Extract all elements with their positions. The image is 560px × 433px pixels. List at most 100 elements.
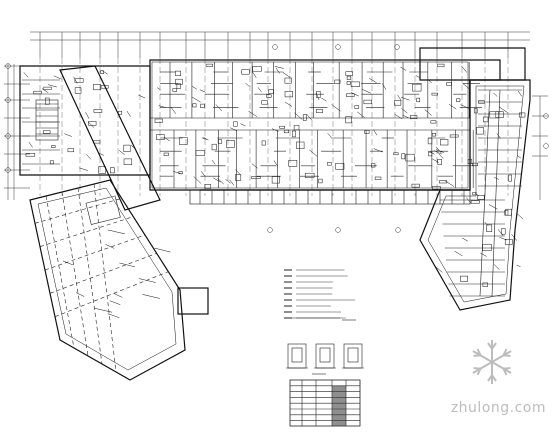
- main-wing-inner: [151, 61, 469, 189]
- west-wing-grid-line: [61, 191, 89, 357]
- logo-branch: [476, 348, 482, 356]
- axis-bubble: [272, 44, 278, 50]
- axis-bubble: [335, 44, 341, 50]
- fixture-mark: [363, 99, 372, 105]
- pipe-mark: [397, 94, 402, 101]
- pipe-mark: [438, 153, 444, 159]
- axis-bubble: [543, 143, 549, 149]
- west-wing-grid-line: [44, 234, 146, 271]
- fixture-mark: [204, 184, 212, 189]
- pipe-mark: [274, 66, 284, 69]
- pipe-mark: [85, 112, 90, 119]
- logo-branch: [502, 348, 508, 356]
- west-wing-room: [85, 195, 121, 225]
- pipe-mark: [211, 159, 216, 165]
- pipe-mark: [191, 85, 197, 90]
- pipe-mark: [170, 106, 177, 114]
- fixture-mark: [88, 121, 97, 126]
- fixture-mark: [431, 133, 436, 137]
- fixture-mark: [268, 89, 274, 94]
- west-wing-grid-line: [45, 195, 75, 349]
- axis-bubble: [5, 97, 11, 103]
- west-wing-grid-line: [49, 253, 157, 294]
- fixture-mark: [156, 134, 165, 140]
- pipe-mark: [47, 84, 57, 88]
- east-wing-inner: [427, 85, 525, 303]
- door-elevation-frame: [343, 343, 363, 369]
- pipe-mark: [98, 152, 104, 156]
- pipe-mark: [361, 89, 372, 94]
- legend-frame: [280, 264, 368, 326]
- pipe-mark: [433, 150, 442, 155]
- pipe-mark: [41, 88, 49, 93]
- west-wing-grid-line: [77, 187, 103, 365]
- pipe-mark: [517, 90, 522, 97]
- fixture-mark: [456, 98, 461, 102]
- pipe-mark: [511, 234, 518, 241]
- fixture-mark: [394, 100, 402, 106]
- pipe-mark: [516, 213, 524, 220]
- pipe-mark: [245, 82, 250, 87]
- fixture-mark: [93, 109, 103, 113]
- fixture-mark: [261, 140, 266, 146]
- fixture-mark: [410, 115, 418, 120]
- axis-bubble: [5, 167, 11, 173]
- service-mark: [75, 292, 85, 297]
- service-mark: [107, 229, 126, 235]
- service-mark: [62, 260, 73, 266]
- logo-branch: [491, 374, 497, 382]
- fixture-mark: [470, 200, 480, 204]
- fixture-mark: [279, 125, 285, 129]
- fixture-mark: [345, 71, 353, 76]
- pipe-mark: [331, 104, 341, 112]
- fixture-mark: [74, 78, 84, 83]
- pipe-mark: [357, 111, 365, 118]
- fixture-mark: [354, 105, 360, 109]
- logo-branch: [476, 368, 482, 376]
- fixture-mark: [154, 118, 163, 123]
- pipe-mark: [494, 177, 499, 180]
- fixture-mark: [33, 90, 42, 95]
- fixture-mark: [293, 125, 300, 131]
- fixture-mark: [235, 174, 242, 181]
- east-corridor-line: [479, 89, 491, 297]
- fixture-mark: [508, 174, 512, 182]
- fixture-mark: [123, 144, 131, 152]
- west-wing-grid-line: [54, 271, 169, 317]
- pipe-mark: [173, 171, 183, 175]
- fixture-mark: [175, 70, 181, 76]
- service-mark: [105, 244, 115, 249]
- fixture-mark: [42, 130, 51, 134]
- pipe-mark: [373, 148, 383, 153]
- pipe-mark: [401, 96, 410, 101]
- door-elevation-frame: [315, 343, 335, 369]
- pipe-mark: [499, 237, 507, 241]
- equipment-details: [23, 63, 526, 318]
- fixture-mark: [226, 140, 235, 148]
- pipe-mark: [436, 149, 444, 153]
- fixture-mark: [478, 100, 485, 104]
- pipe-mark: [427, 79, 432, 83]
- fixture-mark: [371, 163, 376, 168]
- fixture-mark: [472, 162, 479, 166]
- legend-block: [280, 264, 368, 427]
- pipe-mark: [217, 178, 225, 185]
- pipe-mark: [23, 72, 29, 78]
- pipe-mark: [493, 92, 498, 97]
- pipe-mark: [64, 133, 72, 137]
- diagonal-wing-outline: [59, 65, 161, 211]
- axis-bubble: [395, 227, 401, 233]
- west-wing-grid-line: [34, 198, 122, 224]
- fixture-mark: [482, 243, 492, 251]
- fixture-mark: [401, 153, 406, 160]
- pipe-mark: [394, 113, 403, 120]
- fixture-mark: [504, 209, 509, 216]
- fixture-mark: [374, 176, 382, 180]
- south-rooms-strip: [189, 189, 471, 205]
- door-elevation-panel: [319, 347, 331, 363]
- pipe-mark: [460, 104, 470, 109]
- logo-branch: [473, 367, 481, 370]
- pipe-mark: [240, 123, 246, 127]
- fixture-mark: [476, 127, 484, 135]
